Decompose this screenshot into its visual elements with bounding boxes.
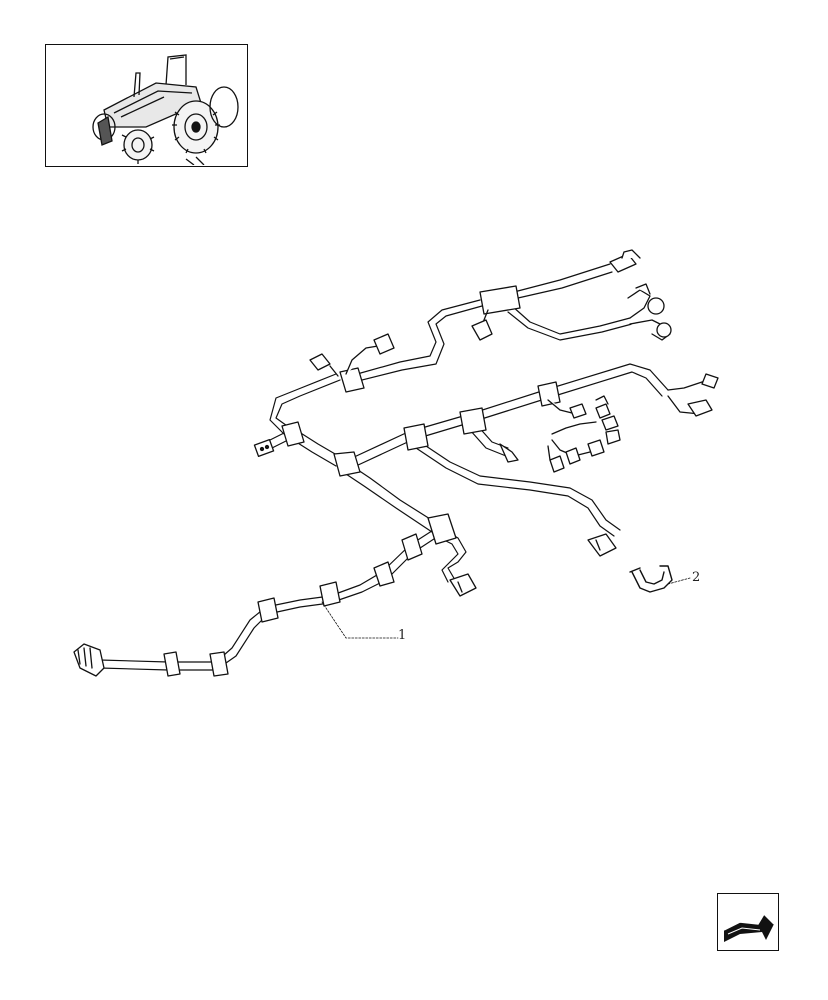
next-page-arrow-icon xyxy=(723,912,775,942)
tractor-thumbnail xyxy=(45,44,248,167)
tractor-icon xyxy=(92,54,239,166)
callout-1: 1 xyxy=(398,628,407,643)
callout-2: 2 xyxy=(692,570,701,585)
next-page-button[interactable] xyxy=(717,893,779,951)
wiring-harness-icon xyxy=(73,249,719,677)
